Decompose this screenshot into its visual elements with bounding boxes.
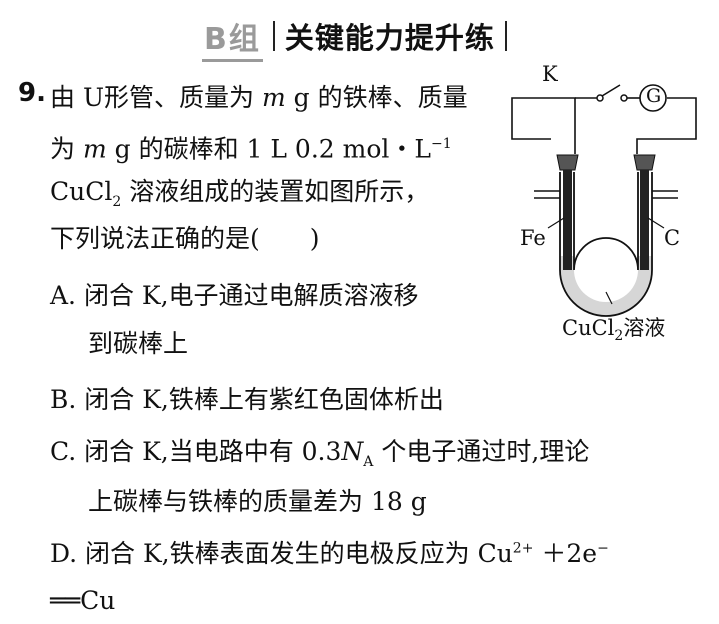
question-stem: 由 U形管、质量为 m g 的铁棒、质量 为 m g 的碳棒和 1 L 0.2 … — [50, 74, 490, 262]
solution-leader-line — [605, 291, 613, 305]
stem-line-4: 下列说法正确的是( ) — [50, 224, 320, 253]
stem-line-3: CuCl2 溶液组成的装置如图所示， — [50, 177, 430, 210]
u-tube-diagram — [511, 84, 697, 317]
right-stopper — [633, 154, 656, 171]
left-stopper — [556, 154, 579, 171]
section-title: 关键能力提升练 — [284, 21, 495, 55]
u-tube-outer-wall — [559, 172, 653, 317]
fe-electrode-label: Fe — [520, 226, 546, 250]
header-separator-right — [504, 21, 507, 51]
circuit-wire-right — [636, 97, 697, 154]
switch-terminal-right — [620, 94, 628, 102]
u-tube-inner-wall — [573, 172, 639, 271]
option-d[interactable]: D. 闭合 K,铁棒表面发生的电极反应为 Cu2+ ＋2e− — [50, 539, 609, 568]
switch-label: K — [542, 62, 558, 86]
fe-leader-line — [547, 217, 565, 229]
question-number: 9. — [18, 78, 46, 108]
carbon-rod — [640, 170, 649, 270]
apparatus-figure: K G Fe C CuCl2溶液 — [500, 60, 712, 350]
section-header: B组 关键能力提升练 — [0, 14, 719, 62]
option-d-cont: ══Cu — [50, 586, 116, 615]
option-a[interactable]: A. 闭合 K,电子通过电解质溶液移 — [50, 281, 419, 310]
header-separator — [272, 21, 275, 51]
option-c[interactable]: C. 闭合 K,当电路中有 0.3NA 个电子通过时,理论 — [50, 437, 590, 470]
option-c-cont: 上碳棒与铁棒的质量差为 18 g — [88, 487, 427, 516]
option-a-cont: 到碳棒上 — [88, 329, 189, 358]
group-label: B组 — [202, 14, 263, 62]
solution-label: CuCl2溶液 — [562, 316, 666, 345]
galvanometer-label: G — [646, 85, 662, 107]
solution-fill — [560, 256, 652, 316]
circuit-wire-left — [511, 97, 576, 154]
galvanometer-icon — [639, 84, 667, 112]
option-b[interactable]: B. 闭合 K,铁棒上有紫红色固体析出 — [50, 385, 444, 414]
stem-line-1: 由 U形管、质量为 m g 的铁棒、质量 — [50, 83, 468, 112]
switch-blade — [601, 84, 621, 97]
stem-line-2: 为 m g 的碳棒和 1 L 0.2 mol・L−1 — [50, 134, 452, 164]
iron-rod — [563, 170, 572, 270]
switch-terminal-left — [596, 94, 604, 102]
c-electrode-label: C — [664, 226, 681, 250]
c-leader-line — [647, 217, 665, 229]
